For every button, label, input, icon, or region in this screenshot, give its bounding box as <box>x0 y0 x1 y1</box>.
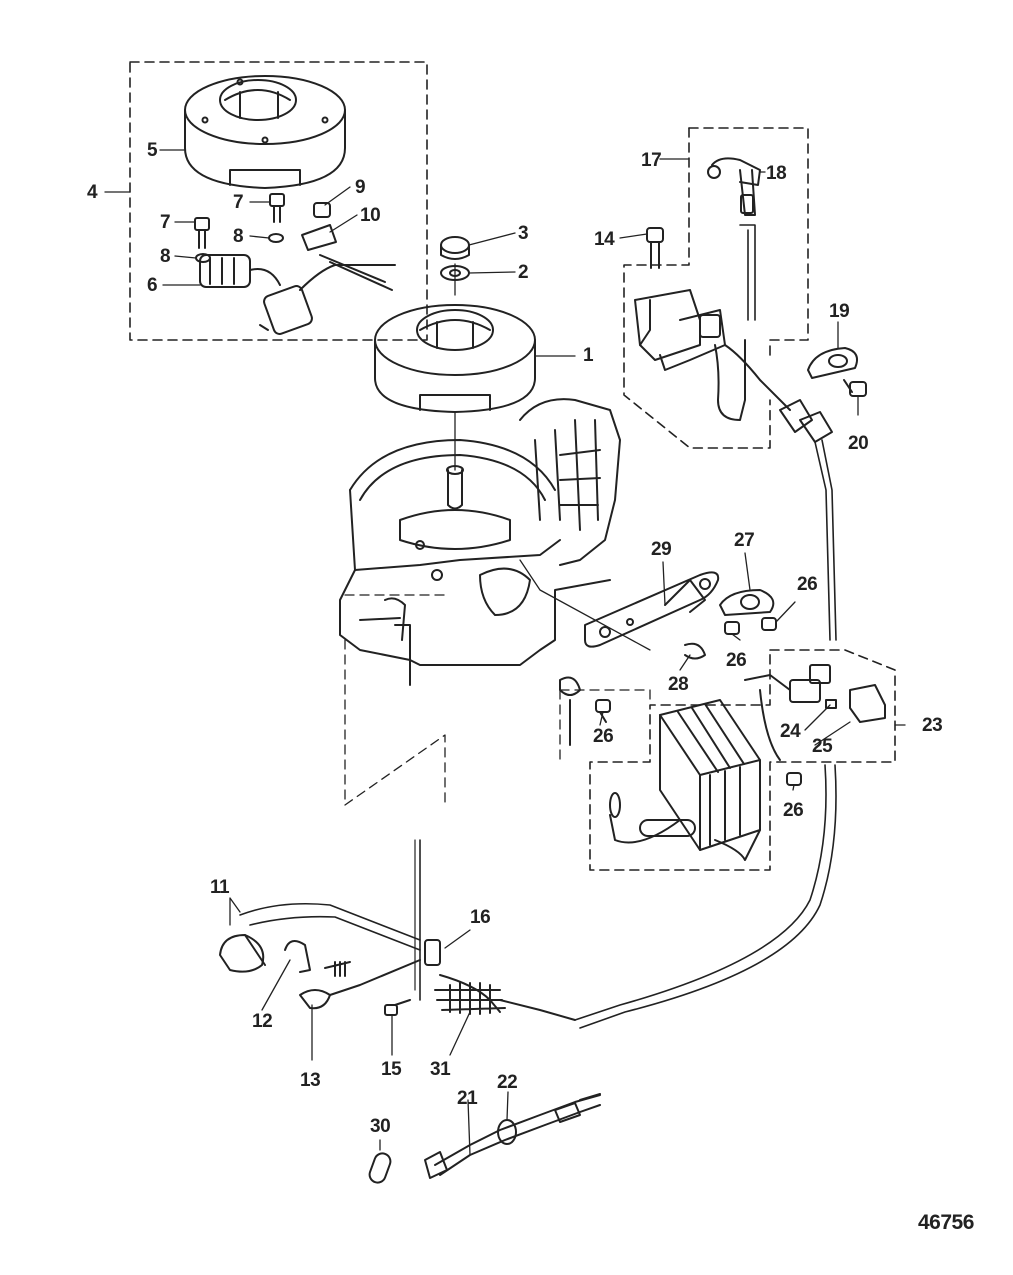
callout-10: 10 <box>360 205 381 226</box>
callout-30: 30 <box>370 1116 391 1137</box>
mounting-plate-29-drawing <box>559 571 777 746</box>
chassis-outline-dashed <box>344 594 651 806</box>
screw-14-drawing <box>646 227 664 269</box>
callout-4: 4 <box>87 182 98 203</box>
callout-2: 2 <box>518 262 529 283</box>
group-box-4 <box>129 61 428 341</box>
clamp-19-screw-20-drawing <box>807 347 867 397</box>
callout-24: 24 <box>780 721 801 742</box>
callout-26-clamp: 26 <box>797 574 818 595</box>
callout-26-ground: 26 <box>593 726 614 747</box>
loose-parts-30-21-22-drawing <box>368 1093 601 1184</box>
nut-3-washer-2-drawing <box>440 236 470 296</box>
callout-15: 15 <box>381 1059 402 1080</box>
flywheel-5-drawing <box>184 75 346 189</box>
callout-13: 13 <box>300 1070 321 1091</box>
callout-7-right: 7 <box>233 192 244 213</box>
callout-8-right: 8 <box>233 226 244 247</box>
small-hardware-drawing <box>194 193 337 263</box>
callout-6: 6 <box>147 275 158 296</box>
leader-lines <box>104 149 906 1156</box>
callout-3: 3 <box>518 223 529 244</box>
callout-14: 14 <box>594 229 615 250</box>
callout-7-left: 7 <box>160 212 171 233</box>
callout-27: 27 <box>734 530 755 551</box>
callout-8-left: 8 <box>160 246 171 267</box>
callout-25: 25 <box>812 736 833 757</box>
callout-17: 17 <box>641 150 662 171</box>
flywheel-1-drawing <box>374 304 536 471</box>
callout-29: 29 <box>651 539 672 560</box>
callout-5: 5 <box>147 140 158 161</box>
callout-19: 19 <box>829 301 850 322</box>
kill-switch-harness-drawing <box>219 839 576 1021</box>
callout-18: 18 <box>766 163 787 184</box>
callout-31: 31 <box>430 1059 451 1080</box>
figure-number: 46756 <box>918 1211 974 1234</box>
group-box-17 <box>623 127 809 449</box>
powerhead-block-drawing <box>339 398 651 686</box>
callout-20: 20 <box>848 433 869 454</box>
callout-1: 1 <box>583 345 594 366</box>
rectifier-23-drawing <box>609 664 886 861</box>
ignition-coil-17-drawing <box>634 157 791 421</box>
callout-28: 28 <box>668 674 689 695</box>
callout-21: 21 <box>457 1088 478 1109</box>
callout-26-rectifier: 26 <box>783 800 804 821</box>
callout-11: 11 <box>210 877 230 898</box>
callout-12: 12 <box>252 1011 273 1032</box>
stator-coils-6-drawing <box>199 254 396 335</box>
wire-harness-right-drawing <box>574 399 837 1029</box>
callout-23: 23 <box>922 715 943 736</box>
callout-22: 22 <box>497 1072 518 1093</box>
group-box-23 <box>589 649 896 871</box>
callout-9: 9 <box>355 177 366 198</box>
callout-26-plate: 26 <box>726 650 747 671</box>
callout-16: 16 <box>470 907 491 928</box>
